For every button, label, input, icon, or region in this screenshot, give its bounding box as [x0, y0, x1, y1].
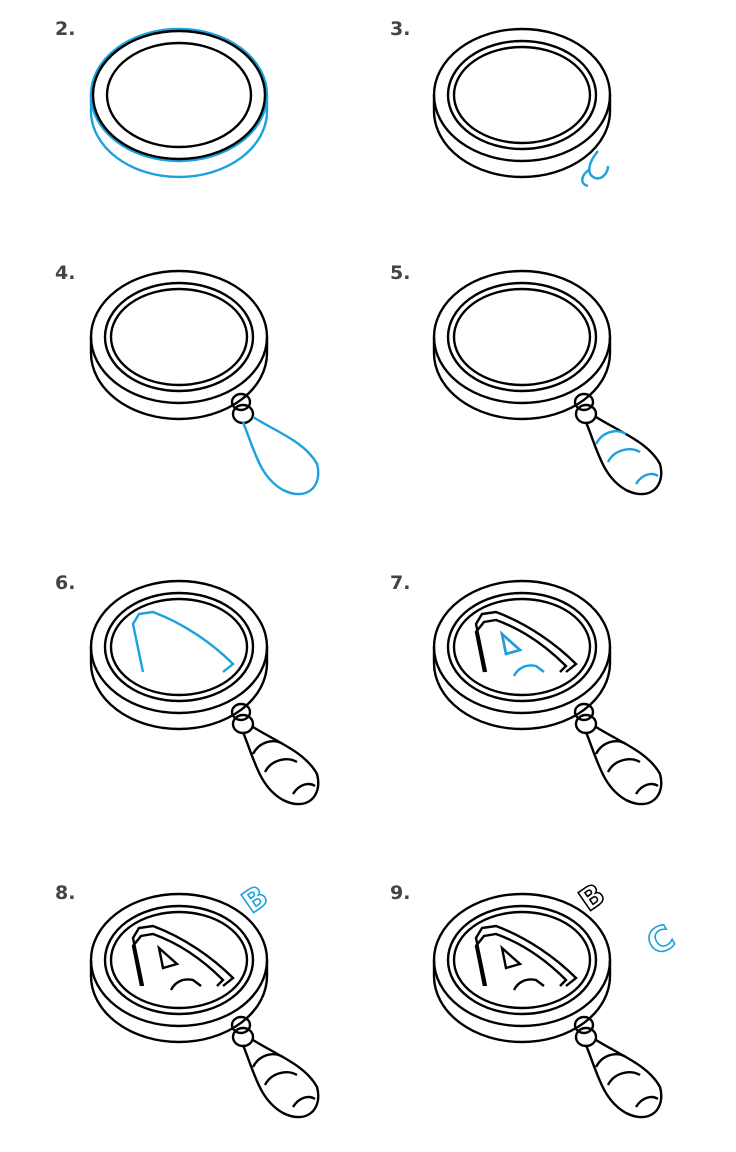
lens-ring-icon — [432, 269, 612, 421]
step-number: 5. — [390, 262, 411, 284]
handle-stripes-icon — [594, 1053, 659, 1108]
letter-a-outline-icon — [131, 610, 235, 673]
step-6: 6. — [55, 572, 395, 842]
handle-icon — [241, 415, 320, 496]
connector-icon — [581, 150, 610, 188]
step-3: 3. — [390, 18, 730, 288]
step-9-drawing: B C — [432, 876, 683, 1119]
step-5: 5. — [390, 262, 730, 532]
letter-a-hole-icon — [500, 630, 523, 656]
letter-a-icon — [131, 924, 235, 991]
handle-stripes-icon — [251, 740, 316, 795]
handle-icon — [584, 1038, 663, 1119]
step-number: 7. — [390, 572, 411, 594]
lens-ring-icon — [89, 579, 269, 731]
lens-ring-icon — [89, 27, 269, 179]
lens-ring-icon — [89, 892, 269, 1044]
letter-a-icon — [474, 610, 578, 673]
letter-a-icon — [474, 924, 578, 991]
handle-icon — [584, 415, 663, 496]
step-number: 2. — [55, 18, 76, 40]
lens-ring-icon — [432, 892, 612, 1044]
step-8-drawing: B — [89, 878, 320, 1119]
step-number: 9. — [390, 882, 411, 904]
handle-stripes-icon — [251, 1053, 316, 1108]
lens-ring-icon — [432, 579, 612, 731]
step-4-drawing — [89, 269, 320, 496]
lens-ring-icon — [432, 27, 612, 179]
step-2-drawing — [89, 27, 269, 179]
step-2: 2. — [55, 18, 395, 288]
letter-a-details-icon — [512, 664, 545, 677]
step-number: 4. — [55, 262, 76, 284]
step-number: 3. — [390, 18, 411, 40]
step-4: 4. — [55, 262, 395, 532]
step-9: 9. B C — [390, 876, 730, 1152]
step-3-drawing — [432, 27, 612, 188]
letter-b-icon: B — [573, 877, 612, 919]
step-7: 7. — [390, 572, 730, 842]
letter-c-icon: C — [640, 917, 682, 964]
lens-ring-icon — [89, 269, 269, 421]
step-8: 8. B — [55, 878, 395, 1152]
handle-icon — [241, 1038, 320, 1119]
step-5-drawing — [432, 269, 663, 496]
step-number: 6. — [55, 572, 76, 594]
step-number: 8. — [55, 882, 76, 904]
step-7-drawing — [432, 579, 663, 806]
step-6-drawing — [89, 579, 320, 806]
handle-icon — [584, 725, 663, 806]
handle-stripes-icon — [594, 740, 659, 795]
handle-stripes-icon — [594, 430, 659, 485]
handle-icon — [241, 725, 320, 806]
